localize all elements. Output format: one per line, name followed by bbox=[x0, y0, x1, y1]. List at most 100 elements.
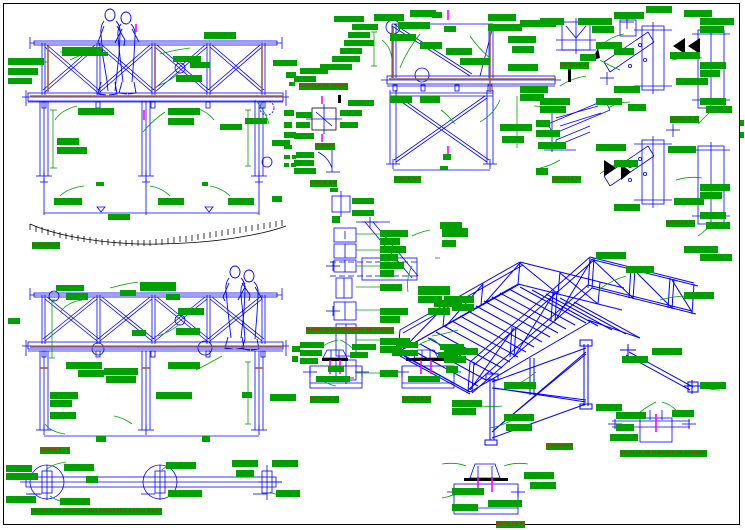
annotation-block bbox=[578, 18, 612, 25]
annotation-block bbox=[380, 254, 398, 261]
annotation-block bbox=[700, 62, 726, 69]
annotation-block bbox=[272, 140, 290, 146]
annotation-block bbox=[300, 350, 322, 356]
annotation-block bbox=[410, 10, 436, 17]
annotation-block bbox=[512, 46, 534, 53]
annotation-block bbox=[420, 96, 440, 103]
drawing-border-frame bbox=[3, 3, 740, 525]
annotation-block bbox=[536, 130, 560, 137]
annotation-block bbox=[538, 142, 566, 149]
annotation-block bbox=[392, 350, 418, 356]
annotation-block bbox=[500, 124, 532, 131]
annotation-block bbox=[202, 436, 210, 442]
annotation-block bbox=[57, 138, 79, 145]
annotation-block bbox=[292, 346, 298, 352]
annotation-block bbox=[596, 144, 626, 151]
annotation-block bbox=[390, 34, 416, 41]
annotation-block bbox=[350, 352, 368, 358]
annotation-block bbox=[6, 465, 32, 472]
annotation-block bbox=[352, 198, 374, 204]
annotation-block bbox=[300, 342, 324, 348]
annotation-block bbox=[340, 110, 362, 116]
figure-detalle-08 bbox=[447, 463, 525, 515]
view-title-corte-yy: CORTE Y - Y bbox=[40, 447, 70, 454]
annotation-block bbox=[340, 48, 362, 54]
annotation-block bbox=[166, 462, 196, 469]
annotation-block bbox=[166, 294, 180, 300]
annotation-block bbox=[50, 400, 72, 407]
annotation-block bbox=[446, 48, 472, 55]
annotation-block bbox=[676, 78, 708, 85]
view-title-planta: PLANTA bbox=[315, 143, 335, 150]
annotation-block bbox=[380, 316, 400, 323]
annotation-block bbox=[700, 98, 726, 105]
annotation-block bbox=[78, 108, 114, 115]
annotation-block bbox=[284, 163, 289, 167]
annotation-block bbox=[300, 358, 318, 364]
annotation-block bbox=[646, 6, 672, 13]
annotation-block bbox=[380, 270, 394, 277]
annotation-block bbox=[340, 122, 358, 128]
annotation-block bbox=[452, 408, 476, 415]
annotation-block bbox=[614, 86, 640, 93]
annotation-block bbox=[488, 14, 516, 21]
annotation-block bbox=[408, 376, 440, 382]
annotation-block bbox=[284, 145, 292, 149]
annotation-block bbox=[284, 155, 290, 159]
view-title-corte-bb: CORTE B-B bbox=[310, 180, 338, 187]
annotation-block bbox=[616, 412, 646, 419]
annotation-block bbox=[276, 490, 300, 497]
annotation-block bbox=[740, 132, 744, 138]
figure-largueros-detail bbox=[20, 464, 282, 500]
annotation-block bbox=[488, 500, 522, 507]
annotation-block bbox=[96, 182, 104, 186]
annotation-block bbox=[60, 498, 90, 505]
annotation-block bbox=[596, 42, 622, 49]
annotation-block bbox=[64, 464, 94, 471]
annotation-block bbox=[140, 282, 176, 291]
annotation-block bbox=[104, 368, 138, 375]
annotation-block bbox=[628, 104, 646, 111]
figure-isometric bbox=[397, 256, 700, 446]
view-title-detalle-03: DETALLE 03 bbox=[670, 116, 700, 123]
annotation-block bbox=[444, 356, 466, 363]
annotation-block bbox=[300, 68, 328, 74]
view-title-elevacion: ELEVACION bbox=[32, 242, 61, 249]
terrain-hatch bbox=[29, 220, 287, 246]
annotation-block bbox=[296, 152, 314, 158]
annotation-block bbox=[616, 424, 634, 431]
figure-small-frame-1 bbox=[331, 191, 351, 217]
annotation-block bbox=[398, 22, 430, 29]
annotation-block bbox=[320, 64, 352, 70]
annotation-block bbox=[6, 473, 38, 480]
annotation-block bbox=[596, 98, 622, 105]
annotation-block bbox=[520, 20, 556, 27]
annotation-block bbox=[168, 362, 200, 369]
annotation-block bbox=[190, 62, 210, 68]
annotation-block bbox=[50, 412, 76, 419]
annotation-block bbox=[272, 460, 298, 467]
annotation-block bbox=[530, 482, 556, 489]
annotation-block bbox=[502, 136, 524, 143]
annotation-block bbox=[446, 366, 458, 373]
figure-human-scale-bottom bbox=[222, 265, 263, 351]
annotation-block bbox=[294, 168, 316, 174]
annotation-block bbox=[508, 64, 538, 71]
annotation-block bbox=[670, 52, 700, 59]
annotation-block bbox=[418, 286, 450, 295]
annotation-block bbox=[684, 246, 718, 253]
annotation-block bbox=[332, 216, 340, 223]
annotation-block bbox=[158, 198, 184, 205]
annotation-block bbox=[700, 254, 732, 261]
annotation-block bbox=[740, 120, 744, 126]
annotation-block bbox=[352, 210, 374, 216]
annotation-block bbox=[380, 370, 398, 377]
annotation-block bbox=[444, 296, 474, 303]
annotation-block bbox=[374, 14, 404, 21]
annotation-block bbox=[440, 222, 462, 229]
annotation-block bbox=[396, 342, 418, 348]
annotation-block bbox=[8, 78, 32, 84]
view-title-detalle-06: DETALLE 06 bbox=[402, 396, 432, 403]
annotation-block bbox=[614, 204, 640, 211]
